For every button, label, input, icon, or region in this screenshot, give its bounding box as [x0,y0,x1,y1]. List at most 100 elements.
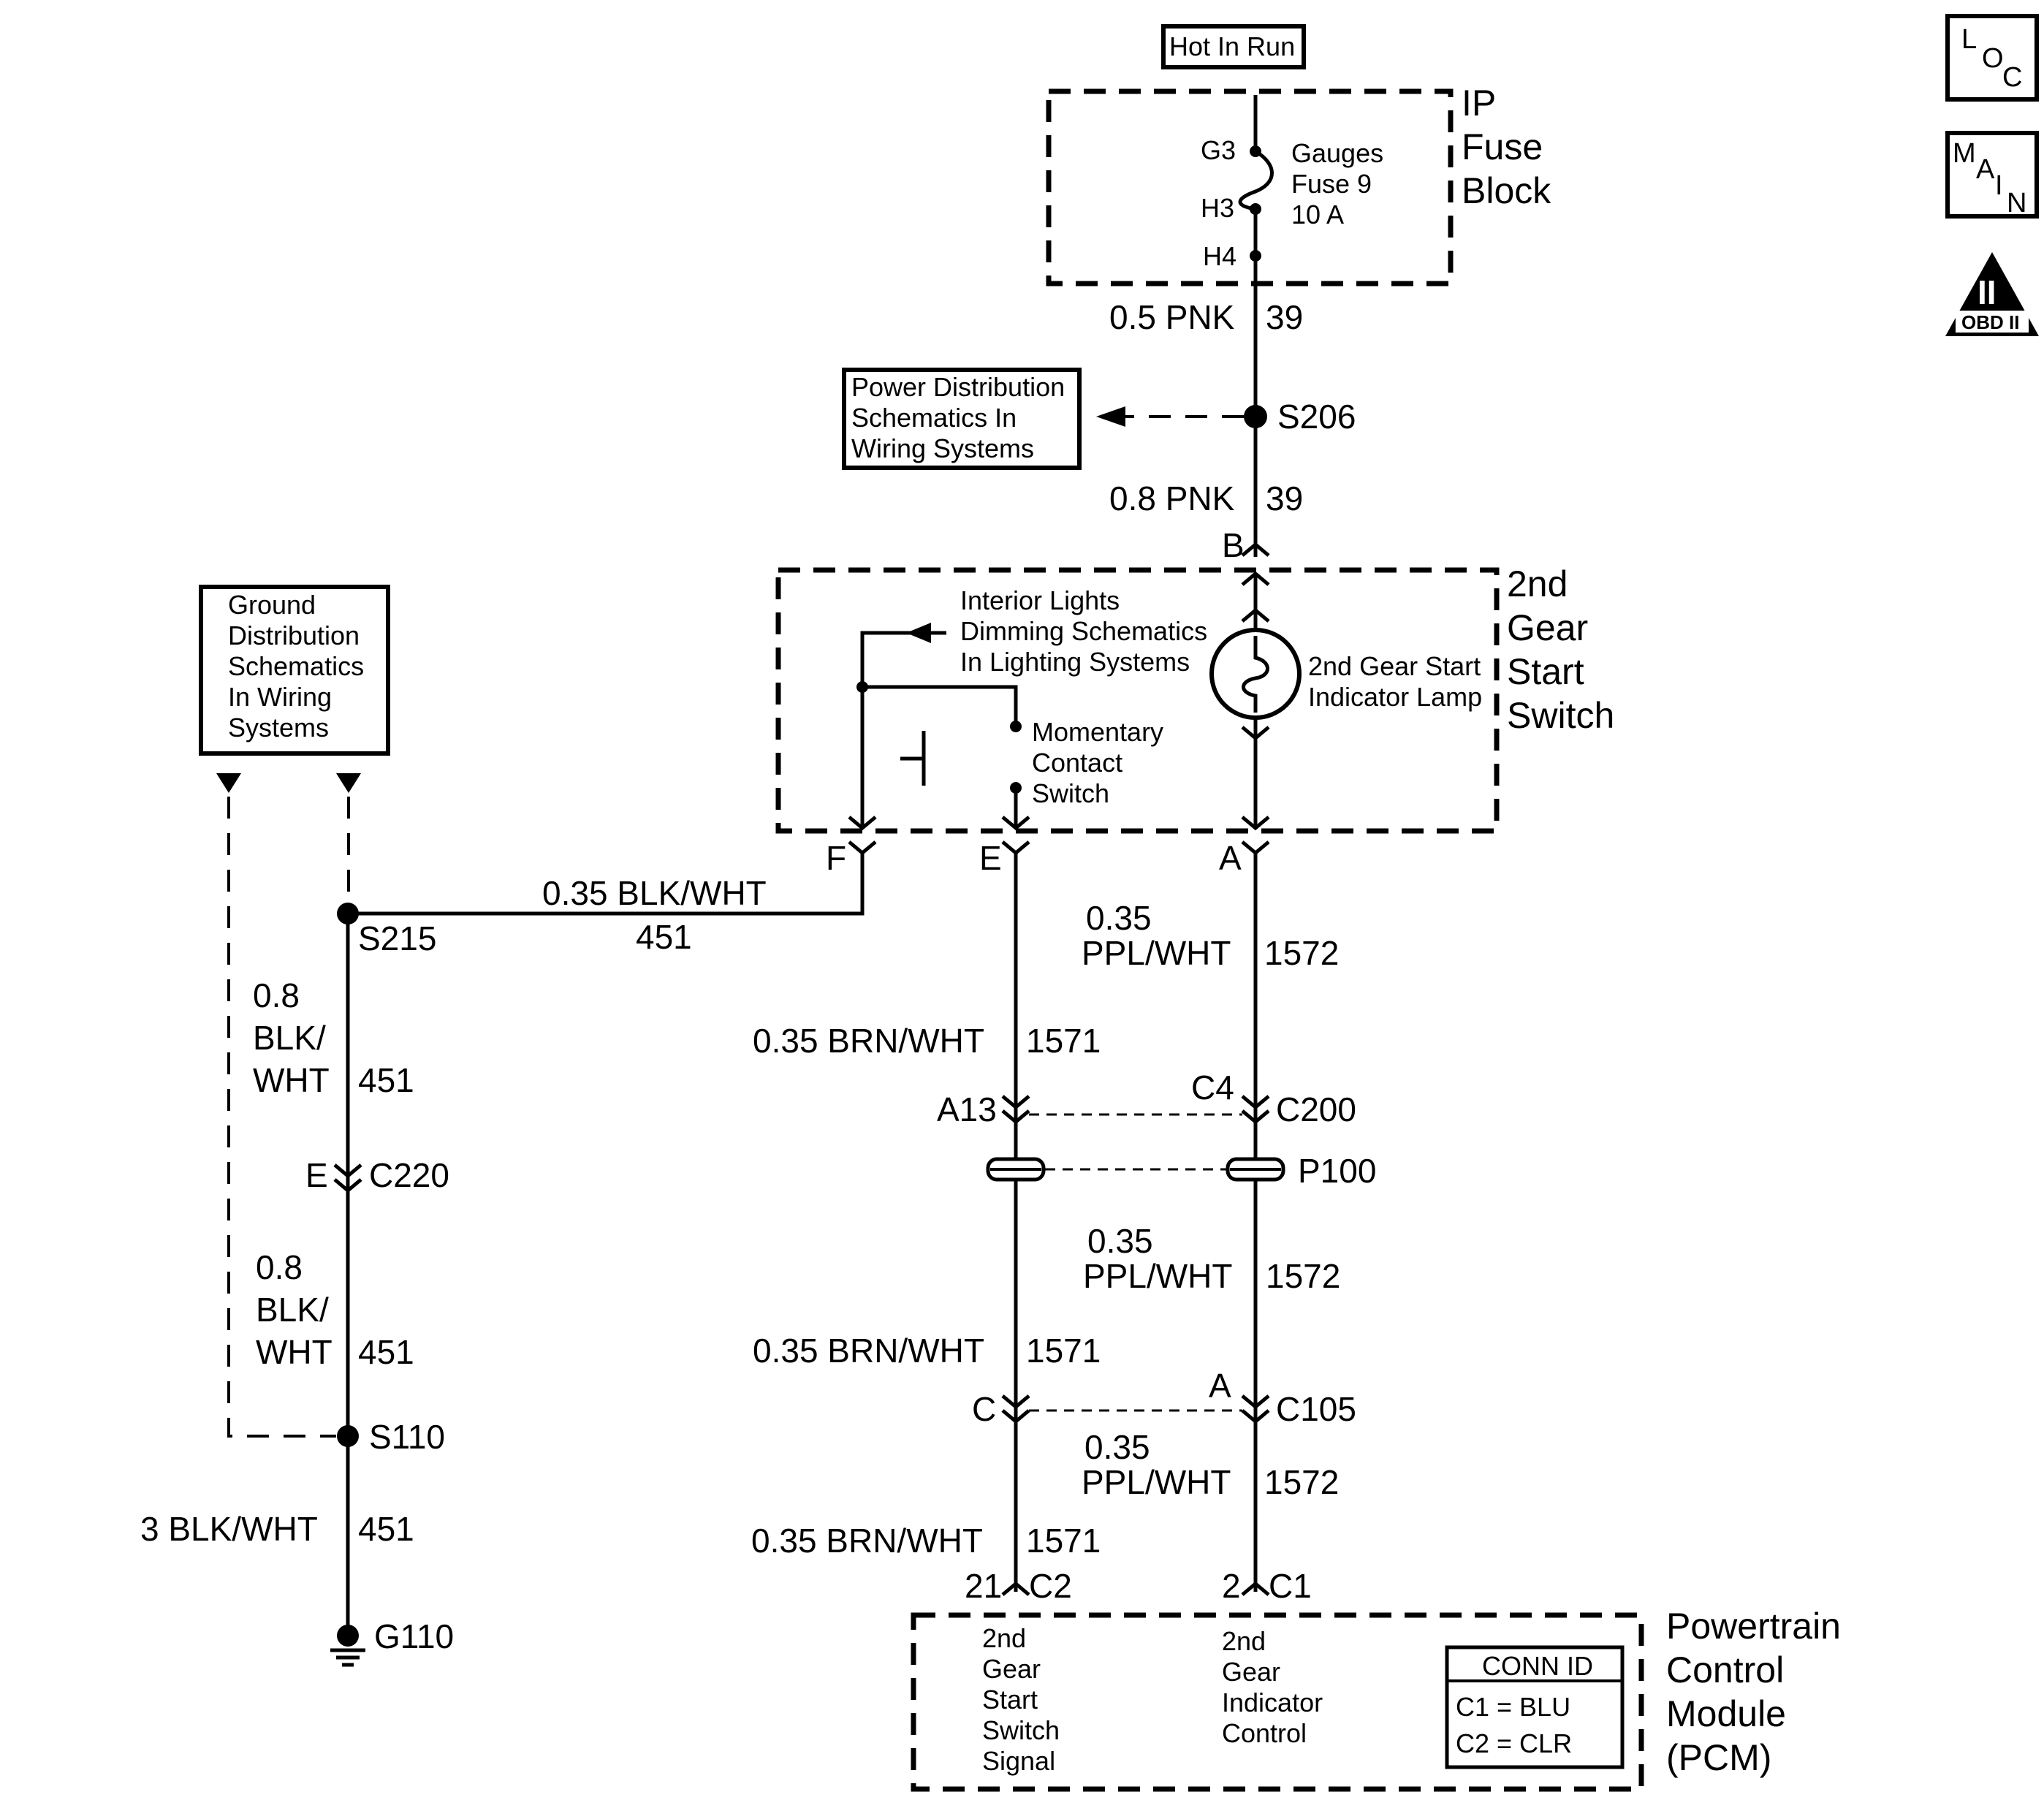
pcm-signal-left-4: Switch [982,1715,1060,1745]
ground-dist-line-5: Systems [228,713,329,743]
lamp-label-1: 2nd Gear Start [1308,651,1481,681]
fuse-rating: 10 A [1291,200,1344,229]
wire-39b-gauge: 0.8 PNK [1109,479,1235,517]
wire-451-top [348,853,865,916]
wire-451-low-gauge-1: 0.8 [256,1248,303,1286]
splice-s110-dot [337,1425,359,1447]
connector-c200-left-pin: A13 [937,1090,997,1128]
wire-451-low-gauge-2: BLK/ [256,1291,329,1329]
wire-451-mid-gauge-2: BLK/ [253,1019,326,1057]
switch-pin-f: F [826,839,846,877]
wire-39b-circuit: 39 [1266,479,1303,517]
power-dist-line-1: Power Distribution [851,372,1065,402]
fuse-block-title-1: IP [1462,83,1496,124]
obd-label: OBD II [1961,311,2019,333]
power-distribution-ref: Power Distribution Schematics In Wiring … [842,368,1082,470]
splice-s215: S215 [358,919,436,957]
wire-451-low-gauge-3: WHT [256,1333,333,1371]
switch-title-4: Switch [1507,695,1614,736]
main-letter-a: A [1976,154,1995,185]
pcm-module: Powertrain Control Module (PCM) 2nd Gear… [911,1606,1841,1792]
ground-dist-line-3: Schematics [228,651,364,681]
switch-title-1: 2nd [1507,563,1568,604]
wire-1571-a-circuit: 1571 [1026,1022,1101,1060]
connector-c200-label: C200 [1276,1090,1356,1128]
pcm-signal-left-5: Signal [982,1746,1055,1776]
connector-c200-right-pin: C4 [1191,1068,1234,1106]
lamp-icon [1209,628,1302,720]
pcm-signal-right-2: Gear [1222,1657,1280,1687]
pcm-title-3: Module [1666,1693,1786,1734]
wire-1572-b-circuit: 1572 [1266,1257,1340,1295]
hot-in-run-label: Hot In Run [1161,24,1306,69]
wire-451-top-gauge: 0.35 BLK/WHT [542,874,767,912]
conn-id-row-1: C1 = BLU [1456,1692,1570,1722]
ip-fuse-block: IP Fuse Block G3 H3 H4 Gauges Fuse 9 10 … [1046,83,1551,286]
momentary-label-2: Contact [1032,748,1122,778]
interior-ref-line-2: Dimming Schematics [960,616,1207,646]
splice-s206-dot [1244,405,1267,428]
passthrough-p100: P100 [986,1152,1376,1190]
wire-1572-c-circuit: 1572 [1264,1463,1339,1501]
wire-451-low-circuit: 451 [358,1333,414,1371]
pcm-conn-left: C2 [1029,1567,1072,1605]
loc-letter-o: O [1982,43,2004,74]
wire-1571-c-circuit: 1571 [1026,1522,1101,1560]
pcm-title-1: Powertrain [1666,1606,1841,1647]
ground-dist-line-4: In Wiring [228,682,332,712]
loc-badge[interactable]: L O C [1945,14,2039,102]
conn-id-header: CONN ID [1482,1651,1593,1681]
pcm-signal-right-3: Indicator [1222,1687,1323,1717]
connector-c105-left-pin: C [972,1390,996,1428]
momentary-label-3: Switch [1032,778,1109,808]
fuse-pin-h3: H3 [1201,193,1234,223]
conn-id-table: CONN ID C1 = BLU C2 = CLR [1445,1645,1625,1769]
arrow-down-icon [216,773,241,793]
ground-g110-dot [337,1625,359,1647]
main-letter-m: M [1953,138,1976,169]
power-dist-line-2: Schematics In [851,403,1017,433]
wire-1571-b-gauge: 0.35 BRN/WHT [753,1332,984,1370]
wire-451-mid-gauge-3: WHT [253,1061,330,1099]
connector-c105-right-pin: A [1209,1367,1231,1405]
pcm-signal-right-4: Control [1222,1718,1307,1748]
ground-g110: G110 [374,1617,454,1655]
main-letter-n: N [2007,188,2026,219]
fuse-name: Gauges [1291,138,1383,168]
loc-letter-c: C [2002,62,2022,93]
connector-c105-label: C105 [1276,1390,1356,1428]
wire-1572-c-gauge-1: 0.35 [1084,1428,1150,1466]
wire-451-top-circuit: 451 [636,918,692,956]
fuse-pin-g3: G3 [1201,135,1236,165]
second-gear-start-switch: 2nd Gear Start Switch 2nd Gear Start Ind… [775,563,1614,834]
wire-451-mid-circuit: 451 [358,1061,414,1099]
pcm-pin-left: 21 [965,1567,1002,1605]
wire-1572-c-gauge-2: PPL/WHT [1082,1463,1231,1501]
pcm-signal-left-2: Gear [982,1654,1041,1684]
wire-39a-gauge: 0.5 PNK [1109,298,1235,336]
fuse-block-title-3: Block [1462,170,1551,211]
pcm-signal-right-1: 2nd [1222,1626,1266,1656]
wire-1572-b-gauge-2: PPL/WHT [1083,1257,1232,1295]
ground-icon [330,1648,365,1667]
wire-39a-circuit: 39 [1266,298,1303,336]
pcm-title-2: Control [1666,1649,1784,1690]
interior-ref-line-1: Interior Lights [960,585,1120,615]
fuse-number: Fuse 9 [1291,169,1372,199]
obd-ii-badge[interactable]: II OBD II [1945,252,2039,336]
wire-1572-a-gauge-1: 0.35 [1086,899,1152,937]
ground-dist-line-1: Ground [228,590,316,620]
arrow-down-icon-2 [336,773,361,793]
wire-1572-b-gauge-1: 0.35 [1087,1222,1153,1260]
switch-pin-e: E [979,839,1002,877]
wire-1571-b-circuit: 1571 [1026,1332,1101,1370]
fuse-block-title-2: Fuse [1462,126,1543,167]
pcm-signal-left-1: 2nd [982,1623,1026,1653]
main-badge[interactable]: M A I N [1945,131,2039,219]
ground-distribution-ref: Ground Distribution Schematics In Wiring… [199,585,390,756]
main-letter-i: I [1995,170,2003,201]
loc-letter-l: L [1961,24,1977,55]
switch-title-2: Gear [1507,607,1588,648]
switch-title-3: Start [1507,651,1584,692]
